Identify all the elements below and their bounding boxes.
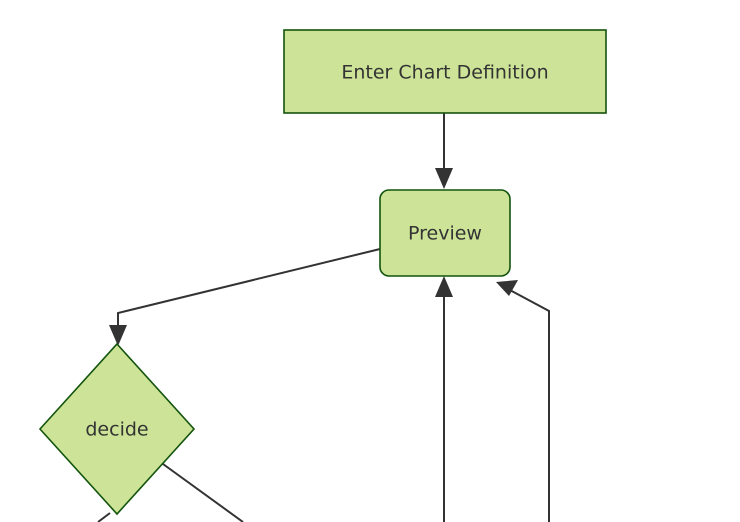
- node-preview-label: Preview: [408, 223, 482, 245]
- edge-bottom-right-to-preview-path: [507, 288, 550, 522]
- edge-decide-bottom-path: [97, 512, 111, 522]
- edge-preview-to-decide: [109, 248, 381, 346]
- node-decide[interactable]: decide: [38, 342, 196, 516]
- node-preview-shape[interactable]: [379, 189, 511, 277]
- edge-bottom-right-to-preview-arrowhead: [496, 280, 518, 296]
- node-decide-label: decide: [85, 419, 148, 441]
- node-enter-chart-definition[interactable]: Enter Chart Definition: [283, 29, 607, 114]
- edge-preview-to-decide-arrowhead: [109, 325, 127, 346]
- edge-decide-right-path: [162, 463, 244, 522]
- edge-bottom-center-to-preview-arrowhead: [435, 276, 453, 297]
- edge-decide-bottom: [97, 512, 111, 522]
- node-enter-chart-definition-shape[interactable]: [283, 29, 607, 114]
- edge-bottom-center-to-preview: [435, 276, 453, 522]
- node-preview[interactable]: Preview: [379, 189, 511, 277]
- edge-bottom-right-to-preview: [496, 280, 550, 522]
- node-layer: Enter Chart Definition Preview decide: [38, 29, 607, 516]
- node-enter-chart-definition-label: Enter Chart Definition: [341, 62, 548, 84]
- node-decide-shape[interactable]: [38, 342, 196, 516]
- edge-enter-to-preview: [435, 113, 453, 189]
- edge-layer: [97, 113, 550, 522]
- edge-preview-to-decide-path: [117, 248, 381, 333]
- edge-enter-to-preview-arrowhead: [435, 168, 453, 189]
- edge-decide-right: [162, 463, 244, 522]
